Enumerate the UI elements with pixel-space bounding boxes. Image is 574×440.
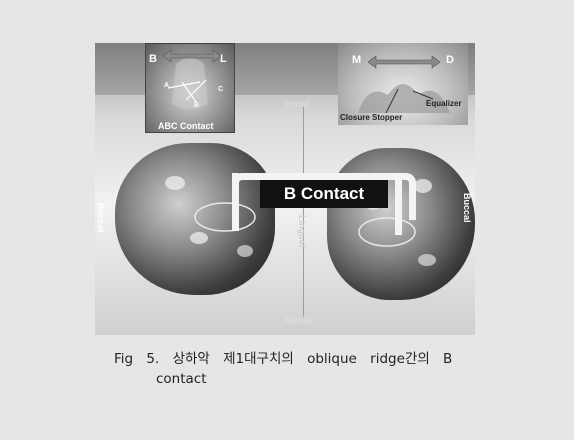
buccal-label-right: Buccal xyxy=(462,193,472,223)
distal-label: Distal xyxy=(285,99,310,109)
bracket-leg-left xyxy=(232,173,239,231)
inset-label-b: B xyxy=(149,53,157,65)
equalizer-label: Equalizer xyxy=(426,99,462,108)
inset-point-a: A xyxy=(164,82,169,89)
bracket-leg-right xyxy=(395,173,402,235)
figure-image: B L A B C ABC Contact M D Equalizer Clos… xyxy=(95,43,475,335)
inset-label-l: L xyxy=(220,53,227,65)
inset-label-d: D xyxy=(446,54,454,66)
caption-line-2: contact xyxy=(114,369,494,389)
abc-contact-caption: ABC Contact xyxy=(158,121,214,131)
inset-point-c: C xyxy=(218,86,223,93)
caption-line-1: Fig 5. 상하악 제1대구치의 oblique ridge간의 B xyxy=(114,351,452,367)
buccal-label-left: Buccal xyxy=(96,203,106,233)
right-double-arrow xyxy=(368,55,440,69)
closure-stopper-label: Closure Stopper xyxy=(340,113,402,122)
left-double-arrow xyxy=(163,49,221,63)
inset-label-m: M xyxy=(352,54,361,66)
mesial-label: Mesial xyxy=(285,315,313,325)
b-contact-label: B Contact xyxy=(260,180,388,208)
inset-point-b: B xyxy=(194,102,199,109)
figure-caption: Fig 5. 상하악 제1대구치의 oblique ridge간의 B cont… xyxy=(114,349,494,389)
